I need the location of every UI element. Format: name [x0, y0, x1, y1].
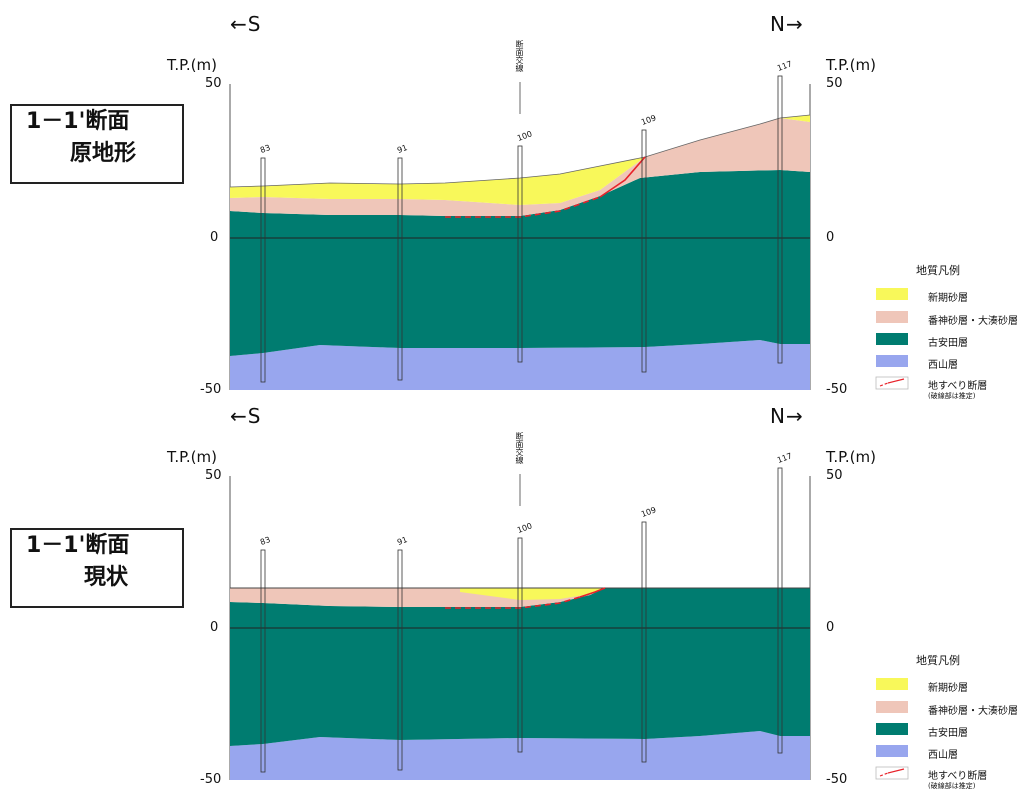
borehole-117: [777, 75, 783, 364]
cross-line-label: 断面交線: [515, 40, 524, 72]
legend-title: 地質凡例: [916, 264, 960, 277]
direction-north: N→: [770, 12, 804, 36]
legend-note: (破線部は推定): [928, 782, 976, 790]
tick-right-top: 50: [826, 468, 843, 483]
cross-section-diagram-original: [229, 75, 909, 390]
borehole-117: [777, 467, 783, 754]
section-panel-original: ←S N→ T.P.(m) T.P.(m) 50 0 -50 50 0 -50 …: [10, 12, 1018, 400]
borehole-100: [517, 145, 523, 363]
borehole-100: [517, 537, 523, 753]
slip-fault-line: [445, 196, 601, 218]
borehole-91: [397, 157, 403, 381]
tick-left-bottom: -50: [200, 382, 222, 397]
tick-left-top: 50: [205, 76, 222, 91]
layer-bankami: [230, 118, 810, 216]
section-panel-current: ←S N→ T.P.(m) T.P.(m) 50 0 -50 50 0 -50 …: [0, 400, 1024, 794]
borehole-83: [260, 549, 266, 773]
legend-title: 地質凡例: [916, 654, 960, 667]
tick-right-bottom: -50: [826, 382, 848, 397]
direction-south: ←S: [230, 404, 262, 428]
section-title: 1－1'断面: [26, 533, 130, 558]
cross-section-diagram-current: [229, 467, 909, 780]
tick-right-mid: 0: [826, 230, 835, 245]
tick-left-top: 50: [205, 468, 222, 483]
unit-label-left: T.P.(m): [167, 448, 217, 466]
section-subtitle: 原地形: [70, 141, 137, 166]
layer-furuyasuda: [230, 588, 810, 746]
tick-left-mid: 0: [210, 230, 219, 245]
layer-shinki-top: [780, 115, 810, 122]
section-subtitle: 現状: [84, 565, 129, 590]
layer-shinki: [230, 157, 645, 205]
direction-north: N→: [770, 404, 804, 428]
tick-right-top: 50: [826, 76, 843, 91]
unit-label-right: T.P.(m): [826, 56, 876, 74]
tick-right-bottom: -50: [826, 772, 848, 787]
tick-right-mid: 0: [826, 620, 835, 635]
section-title-box: 1－1'断面 原地形: [10, 104, 184, 184]
section-title: 1－1'断面: [26, 109, 130, 134]
layer-nishiyama: [230, 340, 810, 390]
borehole-91: [397, 549, 403, 771]
legend: 地質凡例 新期砂層 番神砂層・大湊砂層 古安田層 西山層 地すべり断層 (破線部…: [916, 264, 1018, 400]
borehole-109: [641, 521, 647, 763]
tick-left-bottom: -50: [200, 772, 222, 787]
legend-note: (破線部は推定): [928, 392, 976, 400]
tick-left-mid: 0: [210, 620, 219, 635]
section-title-box: 1－1'断面 現状: [10, 528, 184, 608]
layer-nishiyama: [230, 731, 810, 780]
borehole-83: [260, 157, 266, 383]
layer-furuyasuda: [230, 170, 810, 356]
cross-line-label: 断面交線: [515, 432, 524, 464]
legend: 地質凡例 新期砂層 番神砂層・大湊砂層 古安田層 西山層 地すべり断層 (破線部…: [916, 654, 1018, 790]
borehole-109: [641, 129, 647, 373]
direction-south: ←S: [230, 12, 262, 36]
unit-label-right: T.P.(m): [826, 448, 876, 466]
layer-shinki: [460, 588, 605, 600]
slip-fault-line: [445, 596, 581, 609]
unit-label-left: T.P.(m): [167, 56, 217, 74]
